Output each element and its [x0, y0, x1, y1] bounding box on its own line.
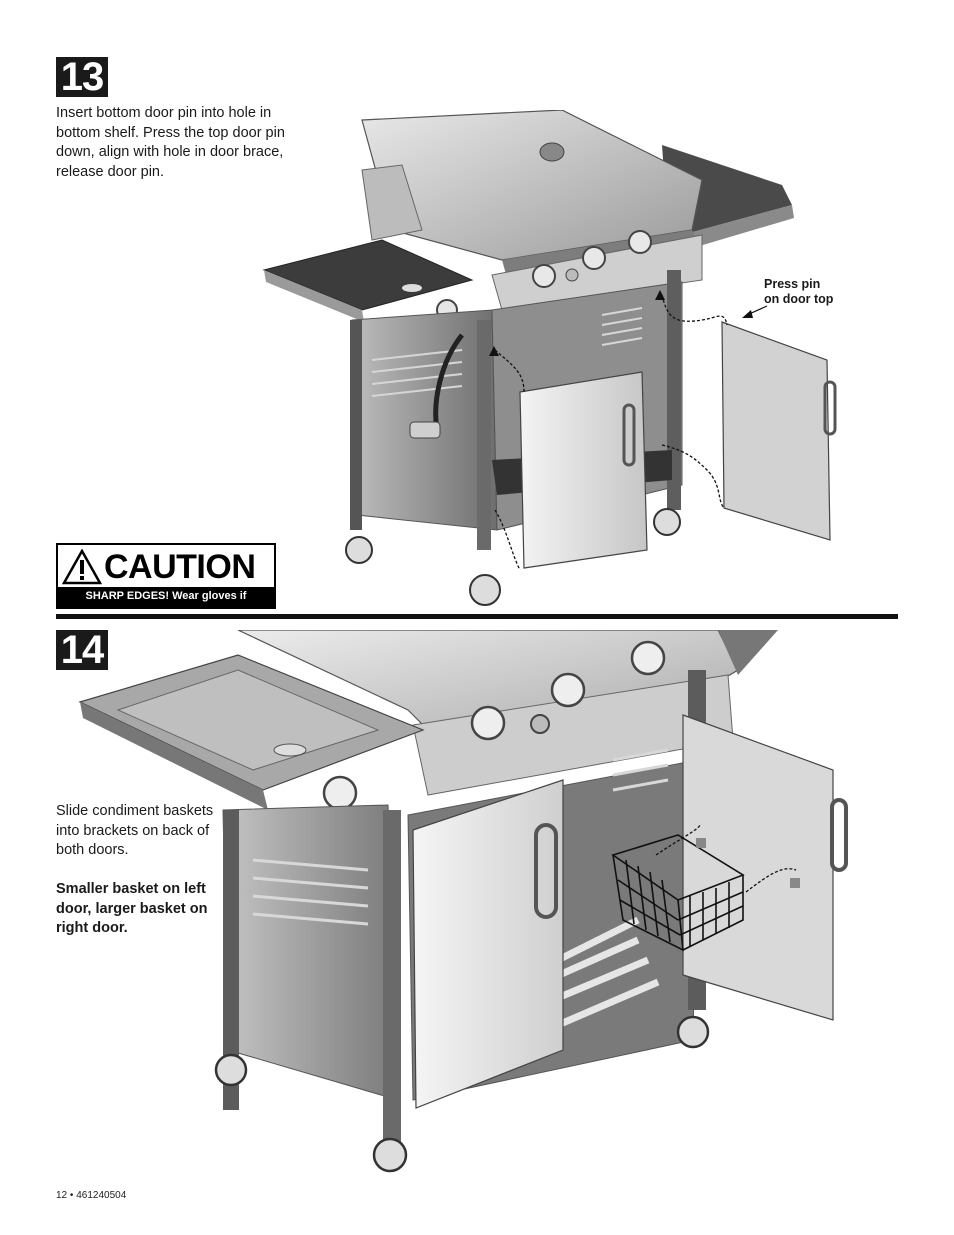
press-pin-callout: Press pin on door top: [764, 277, 874, 307]
page-number: 12: [56, 1190, 68, 1201]
caution-title: CAUTION: [104, 548, 256, 586]
callout-line-2: on door top: [764, 292, 834, 306]
footer-separator: •: [69, 1190, 74, 1201]
step-14-grill-illustration: [78, 630, 848, 1173]
callout-line-1: Press pin: [764, 277, 821, 291]
step-13-badge: 13: [56, 57, 108, 97]
step-14-badge: 14: [56, 630, 108, 670]
section-divider: [56, 614, 898, 619]
caution-message: SHARP EDGES! Wear gloves if necessary.: [58, 587, 274, 620]
page-footer: 12 • 461240504: [56, 1190, 126, 1201]
step-13-grill-illustration: [262, 110, 837, 606]
document-number: 461240504: [76, 1190, 127, 1201]
caution-box: CAUTION SHARP EDGES! Wear gloves if nece…: [56, 543, 276, 620]
step-14-instruction: Slide condiment baskets into brackets on…: [56, 803, 214, 858]
step-13-instruction: Insert bottom door pin into hole in bott…: [56, 105, 285, 180]
warning-triangle-icon: [61, 548, 103, 585]
step-14-instruction-bold: Smaller basket on left door, larger bask…: [56, 881, 208, 936]
